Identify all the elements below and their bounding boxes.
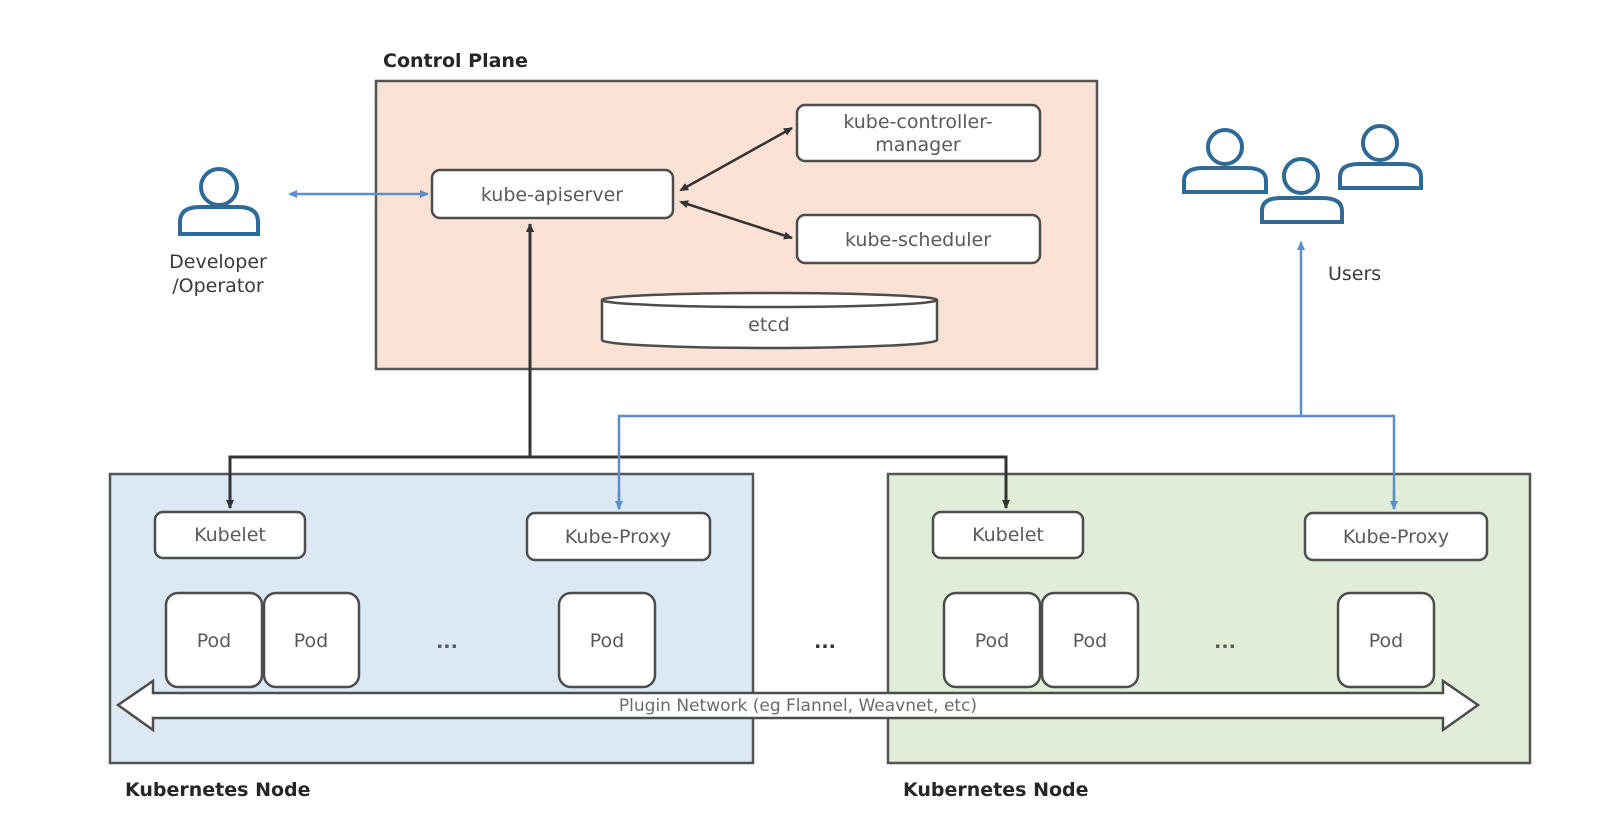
kube-apiserver-label: kube-apiserver	[481, 184, 623, 206]
node-1-pod-3-label: Pod	[590, 630, 624, 652]
user-person-icon-left	[1182, 128, 1268, 194]
developer-label-line2: /Operator	[172, 275, 264, 297]
kube-controller-manager-box: kube-controller- manager	[795, 103, 1042, 163]
kube-apiserver-box: kube-apiserver	[430, 168, 675, 220]
user-person-icon-center	[1260, 157, 1344, 224]
node-1-pod-1: Pod	[164, 591, 264, 689]
kubernetes-node-1-label: Kubernetes Node	[125, 779, 311, 801]
node-1-kube-proxy-box: Kube-Proxy	[525, 511, 712, 562]
developer-label-line1: Developer	[169, 251, 267, 273]
node-2-pod-1: Pod	[942, 591, 1042, 689]
plugin-network-arrow: Plugin Network (eg Flannel, Weavnet, etc…	[115, 678, 1481, 733]
node-2-pod-3-label: Pod	[1369, 630, 1403, 652]
developer-person-icon	[178, 167, 260, 236]
node-2-pod-2-label: Pod	[1073, 630, 1107, 652]
control-plane-label: Control Plane	[383, 50, 528, 72]
node-1-kubelet-label: Kubelet	[194, 524, 266, 546]
node-2-kube-proxy-box: Kube-Proxy	[1303, 511, 1489, 562]
kube-controller-manager-label-line2: manager	[875, 134, 961, 156]
users-label: Users	[1328, 263, 1381, 285]
kube-scheduler-box: kube-scheduler	[795, 213, 1042, 265]
users-group-icon	[1182, 124, 1423, 224]
node-2-kubelet-label: Kubelet	[972, 524, 1044, 546]
between-nodes-ellipsis: ...	[814, 631, 836, 653]
arrow-apiserver-controller-manager	[679, 126, 793, 192]
arrow-apiserver-scheduler	[679, 200, 793, 240]
node-2-ellipsis: ...	[1214, 631, 1236, 653]
node-1-kube-proxy-label: Kube-Proxy	[565, 526, 671, 548]
kube-scheduler-label: kube-scheduler	[845, 229, 991, 251]
kube-controller-manager-label-line1: kube-controller-	[843, 111, 992, 133]
node-1-pod-1-label: Pod	[197, 630, 231, 652]
node-1-pod-2-label: Pod	[294, 630, 328, 652]
node-2-pod-1-label: Pod	[975, 630, 1009, 652]
user-person-icon-right	[1338, 124, 1423, 190]
users-kube-proxy-connectors	[615, 241, 1398, 510]
node-2-kube-proxy-label: Kube-Proxy	[1343, 526, 1449, 548]
node-2-pod-3: Pod	[1336, 591, 1436, 689]
etcd-label: etcd	[748, 314, 790, 336]
node-1-pod-2: Pod	[262, 591, 361, 689]
node-2-pod-2: Pod	[1040, 591, 1140, 689]
kubernetes-node-2-label: Kubernetes Node	[903, 779, 1089, 801]
node-1-kubelet-box: Kubelet	[153, 510, 307, 560]
node-1-pod-3: Pod	[557, 591, 657, 689]
plugin-network-label: Plugin Network (eg Flannel, Weavnet, etc…	[619, 696, 977, 716]
node-2-kubelet-box: Kubelet	[931, 510, 1085, 560]
node-1-ellipsis: ...	[436, 631, 458, 653]
etcd-cylinder: etcd	[600, 291, 939, 350]
